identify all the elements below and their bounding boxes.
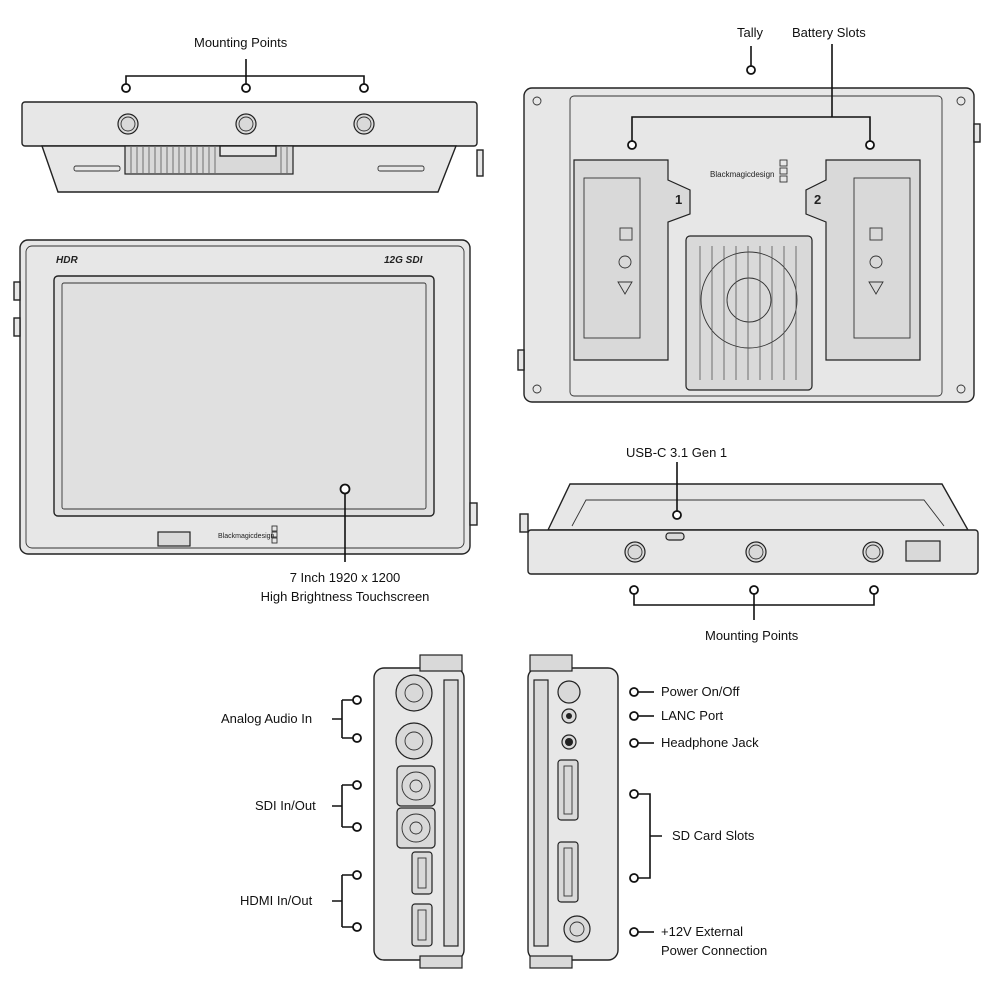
hdmi-in-port bbox=[411, 903, 433, 947]
bottom-label-plate bbox=[905, 540, 941, 562]
back-brand-logo: Blackmagicdesign bbox=[710, 170, 774, 179]
battery-slot-2-icon-circle bbox=[869, 255, 883, 269]
front-speaker-grille bbox=[157, 531, 191, 547]
front-side-connector bbox=[469, 502, 478, 526]
label-sd-card-slots: SD Card Slots bbox=[672, 828, 755, 843]
front-view: HDR 12G SDI Blackmagicdesign bbox=[13, 239, 478, 562]
right-side-bottom-cap bbox=[529, 955, 573, 969]
power-button bbox=[557, 680, 581, 704]
callout-mounting-points-top bbox=[125, 59, 365, 87]
back-right-button bbox=[973, 123, 981, 143]
hdmi-out-port bbox=[411, 851, 433, 895]
bottom-view-upper-body bbox=[546, 483, 970, 531]
top-view-tab bbox=[219, 145, 277, 157]
battery-slot-2-icon-battery bbox=[869, 227, 883, 241]
label-hdmi-in-out: HDMI In/Out bbox=[240, 893, 313, 908]
top-view-slot-left bbox=[73, 165, 121, 172]
left-side-top-cap bbox=[419, 654, 463, 672]
callout-hdmi bbox=[332, 874, 353, 928]
label-headphone-jack: Headphone Jack bbox=[661, 735, 759, 750]
usb-c-port bbox=[665, 532, 685, 541]
right-side-top-cap bbox=[529, 654, 573, 672]
label-tally: Tally bbox=[737, 25, 764, 40]
fan-icon bbox=[700, 251, 798, 349]
battery-slot-2-icon-triangle bbox=[868, 281, 884, 295]
sdi-badge: 12G SDI bbox=[384, 255, 423, 266]
back-corner-screws bbox=[532, 96, 966, 394]
label-power-on-off: Power On/Off bbox=[661, 684, 740, 699]
callout-sdi bbox=[332, 784, 353, 828]
front-brand-logo: Blackmagicdesign bbox=[218, 533, 275, 540]
touchscreen bbox=[53, 275, 435, 517]
front-left-button-1 bbox=[13, 281, 21, 301]
label-ext-power-line2: Power Connection bbox=[661, 943, 768, 958]
xlr-audio-in-1 bbox=[395, 674, 433, 712]
left-side-view bbox=[332, 654, 465, 969]
bottom-view-side-button bbox=[519, 513, 529, 533]
top-view bbox=[21, 59, 484, 193]
callout-analog-audio bbox=[332, 699, 353, 739]
front-brand-icon bbox=[271, 525, 278, 544]
battery-slot-1-icon-battery bbox=[619, 227, 633, 241]
label-battery-slots: Battery Slots bbox=[792, 25, 866, 40]
sd-card-slot-1 bbox=[557, 759, 579, 821]
battery-slot-1-icon-circle bbox=[618, 255, 632, 269]
callout-mounting-points-bottom bbox=[633, 594, 875, 620]
left-side-grip bbox=[443, 679, 459, 947]
label-touchscreen-line1: 7 Inch 1920 x 1200 bbox=[289, 570, 401, 585]
battery-slot-2 bbox=[805, 159, 921, 361]
top-view-slot-right bbox=[377, 165, 425, 172]
label-analog-audio-in: Analog Audio In bbox=[221, 711, 313, 726]
label-ext-power-line1: +12V External bbox=[661, 924, 744, 939]
back-left-button bbox=[517, 349, 525, 371]
left-side-bottom-cap bbox=[419, 955, 463, 969]
top-view-side-button bbox=[476, 149, 484, 177]
xlr-audio-in-2 bbox=[395, 722, 433, 760]
hdr-badge: HDR bbox=[56, 255, 78, 266]
dc-power-connector bbox=[563, 915, 591, 943]
label-mounting-points-top: Mounting Points bbox=[194, 35, 288, 50]
label-lanc-port: LANC Port bbox=[661, 708, 724, 723]
back-fan-grille-lines bbox=[699, 246, 797, 380]
back-brand-icon bbox=[779, 159, 788, 183]
battery-slot-1-icon-triangle bbox=[617, 281, 633, 295]
callout-sd-cards bbox=[638, 793, 662, 879]
back-view: 1 2 Blackmagicdesign bbox=[517, 44, 981, 403]
sd-card-slot-2 bbox=[557, 841, 579, 903]
label-sdi-in-out: SDI In/Out bbox=[255, 798, 316, 813]
label-usbc: USB-C 3.1 Gen 1 bbox=[626, 445, 728, 460]
label-mounting-points-bottom: Mounting Points bbox=[705, 628, 799, 643]
battery-slot-2-number: 2 bbox=[814, 192, 821, 207]
front-left-button-2 bbox=[13, 317, 21, 337]
battery-slot-1-number: 1 bbox=[675, 192, 682, 207]
battery-slot-1 bbox=[573, 159, 691, 361]
right-side-view bbox=[527, 654, 662, 969]
bottom-view bbox=[519, 462, 979, 620]
top-view-vent-lines bbox=[130, 147, 288, 173]
label-touchscreen-line2: High Brightness Touchscreen bbox=[260, 589, 430, 604]
right-side-grip bbox=[533, 679, 549, 947]
callout-battery-slots bbox=[631, 44, 871, 141]
back-fan-vent bbox=[685, 235, 813, 391]
